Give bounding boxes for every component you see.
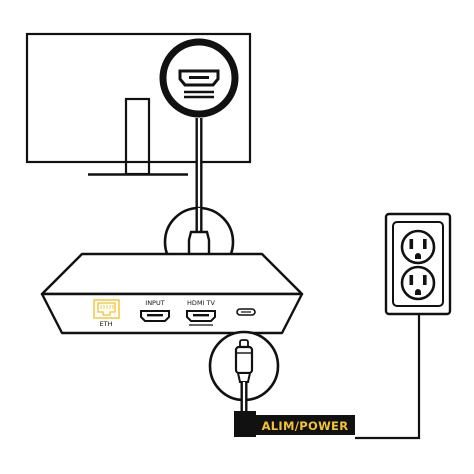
eth-port-label: ETH — [100, 320, 113, 328]
hdmi-tv-port-label: HDMI TV — [187, 299, 215, 307]
power-label: ALIM/POWER — [262, 419, 349, 433]
tv-monitor-icon — [25, 32, 252, 176]
ethernet-port-icon — [93, 299, 120, 319]
power-cable — [240, 303, 421, 440]
hdmi-port-icon — [159, 38, 239, 118]
usb-c-port-icon — [236, 308, 256, 316]
hdmi-tv-port-icon — [186, 310, 216, 326]
wall-outlet-icon — [384, 212, 452, 316]
input-hdmi-port-icon — [140, 310, 170, 322]
input-port-label: INPUT — [145, 299, 164, 307]
power-label-tag: ALIM/POWER — [234, 411, 355, 437]
usb-c-plug-icon — [208, 330, 280, 402]
set-top-box: ETH INPUT HDMI TV — [40, 252, 304, 335]
